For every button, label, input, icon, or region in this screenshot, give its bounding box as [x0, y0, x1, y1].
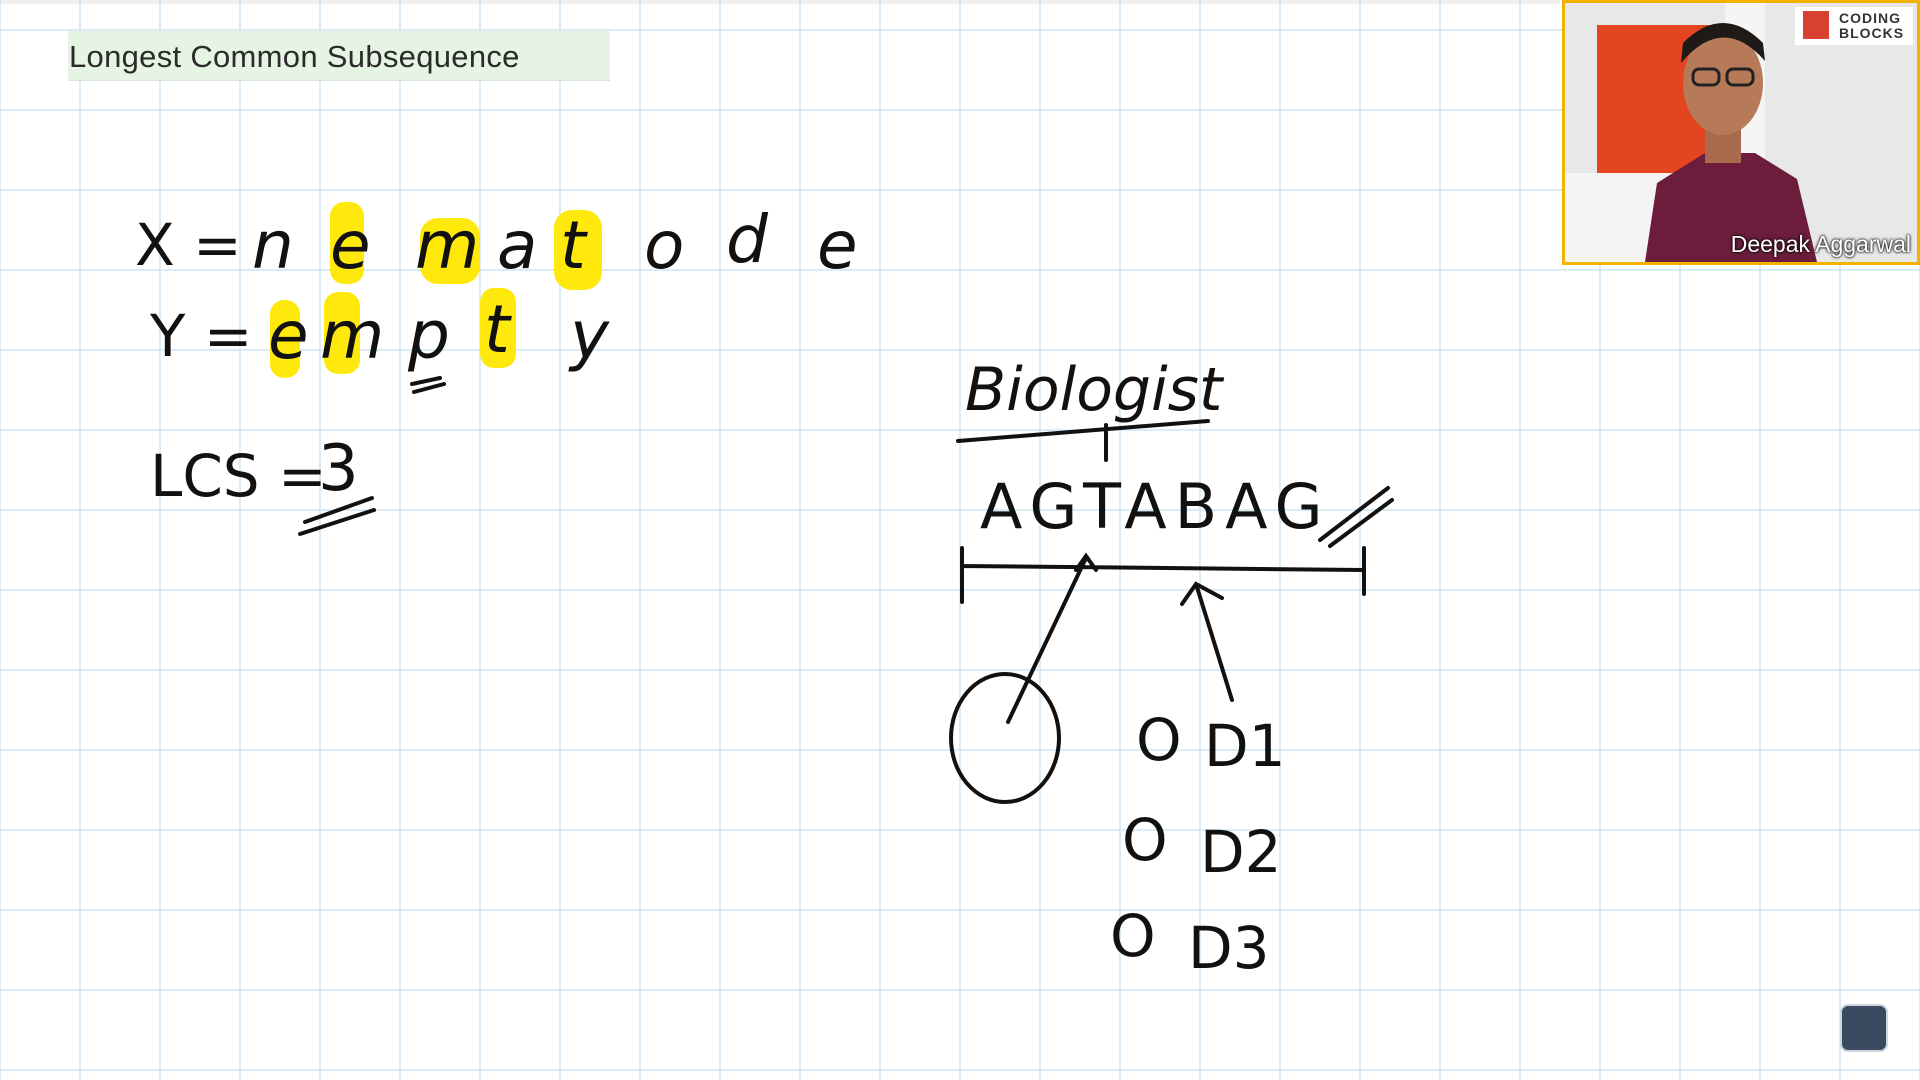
x-letter: n: [252, 207, 294, 284]
highlight-x-e: [330, 202, 364, 284]
y-letter: e: [268, 297, 309, 374]
row-mark: O: [1136, 706, 1182, 774]
row-mark: O: [1110, 902, 1156, 970]
biologist-underline: [956, 419, 1210, 462]
x-letter: a: [497, 207, 537, 284]
row-label: D3: [1188, 914, 1270, 982]
lcs-label: LCS =: [150, 442, 327, 510]
rows: O D1 O D2 O D3: [1110, 706, 1286, 982]
biologist-label: Biologist: [965, 355, 1225, 425]
big-circle: [949, 672, 1061, 804]
dna-sequence: AGTABAG: [980, 470, 1331, 543]
avatar[interactable]: [1840, 1004, 1888, 1052]
lcs-value: 3: [318, 432, 359, 506]
y-letter: m: [320, 297, 384, 374]
highlight-y-m: [324, 292, 360, 374]
arrow-left: [1006, 552, 1098, 724]
highlight-y-e: [270, 300, 300, 378]
arrow-right: [1180, 581, 1234, 702]
highlight-y-t: [480, 288, 516, 368]
highlight-x-t: [554, 210, 602, 290]
slash-mark: [1318, 486, 1394, 548]
webcam-panel: CODING BLOCKS Deepak Aggarwal: [1562, 0, 1920, 265]
logo-text-line2: BLOCKS: [1839, 25, 1905, 41]
x-letter: e: [817, 207, 858, 284]
row-label: D1: [1204, 712, 1286, 780]
row-label: D2: [1200, 818, 1282, 886]
y-letter: y: [568, 297, 610, 374]
x-letter: o: [644, 207, 684, 284]
row-mark: O: [1122, 806, 1168, 874]
slide-title: Longest Common Subsequence: [69, 39, 520, 74]
webcam-video: [1565, 3, 1917, 262]
highlight-x-m: [420, 218, 480, 284]
y-letter: p: [407, 297, 450, 374]
x-label: X =: [135, 211, 242, 279]
highlight-marks: [270, 202, 602, 378]
y-letters: e m p t y: [268, 291, 610, 374]
coding-blocks-logo: CODING BLOCKS: [1795, 7, 1913, 45]
x-letter: e: [330, 207, 371, 284]
number-line: [960, 546, 1366, 604]
x-letter: m: [415, 207, 479, 284]
slide-title-box: Longest Common Subsequence: [68, 31, 610, 81]
y-label: Y =: [149, 302, 252, 370]
y-letter: t: [484, 291, 512, 368]
presenter-name: Deepak Aggarwal: [1730, 231, 1911, 257]
top-strip: [0, 0, 1560, 4]
x-letter: t: [560, 207, 588, 284]
x-letters: n e m a t o d e: [252, 201, 858, 284]
logo-cube-icon: [1803, 11, 1829, 39]
logo-text-line1: CODING: [1839, 10, 1901, 26]
p-underline: [410, 376, 446, 394]
x-letter: d: [726, 201, 769, 278]
lcs-underline: [298, 496, 376, 536]
